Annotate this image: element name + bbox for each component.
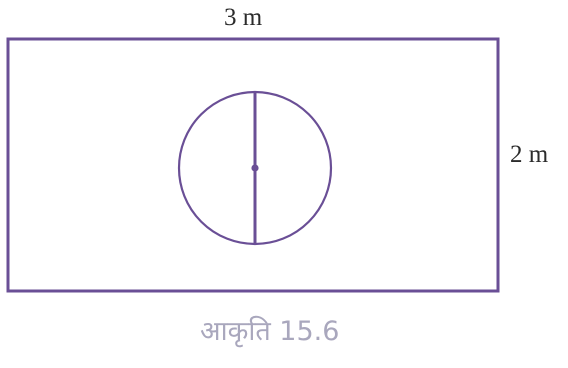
circle-center-point <box>251 164 259 172</box>
rectangle-width-label: 3 m <box>224 4 263 31</box>
rectangle-height-label: 2 m <box>510 141 549 168</box>
figure-caption: आकृति 15.6 <box>200 316 340 347</box>
outer-rectangle <box>6 37 500 293</box>
